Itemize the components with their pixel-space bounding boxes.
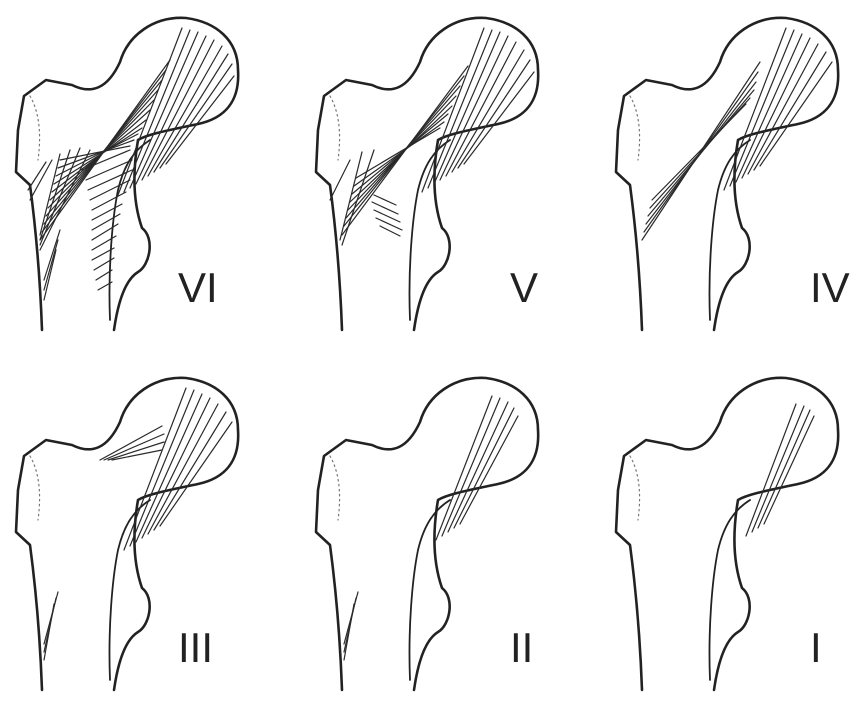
femur-panel-grade-1: I [616, 378, 838, 690]
grade-label: I [810, 624, 822, 671]
femur-panel-grade-4: IV [616, 18, 850, 330]
femur-panel-grade-5: V [316, 18, 538, 330]
grade-label: VI [178, 264, 218, 311]
trabecular-lines [746, 404, 814, 536]
grade-label: V [510, 264, 538, 311]
grade-label: II [510, 624, 533, 671]
grade-label: IV [810, 264, 850, 311]
femur-panel-grade-3: III [16, 378, 238, 690]
trabecular-lines [28, 28, 234, 300]
trabecular-lines [44, 388, 232, 660]
femur-panel-grade-6: VI [16, 18, 238, 330]
grade-label: III [178, 624, 213, 671]
trabecular-lines [344, 396, 518, 660]
femur-panel-grade-2: II [316, 378, 538, 690]
trabecular-lines [330, 28, 534, 245]
